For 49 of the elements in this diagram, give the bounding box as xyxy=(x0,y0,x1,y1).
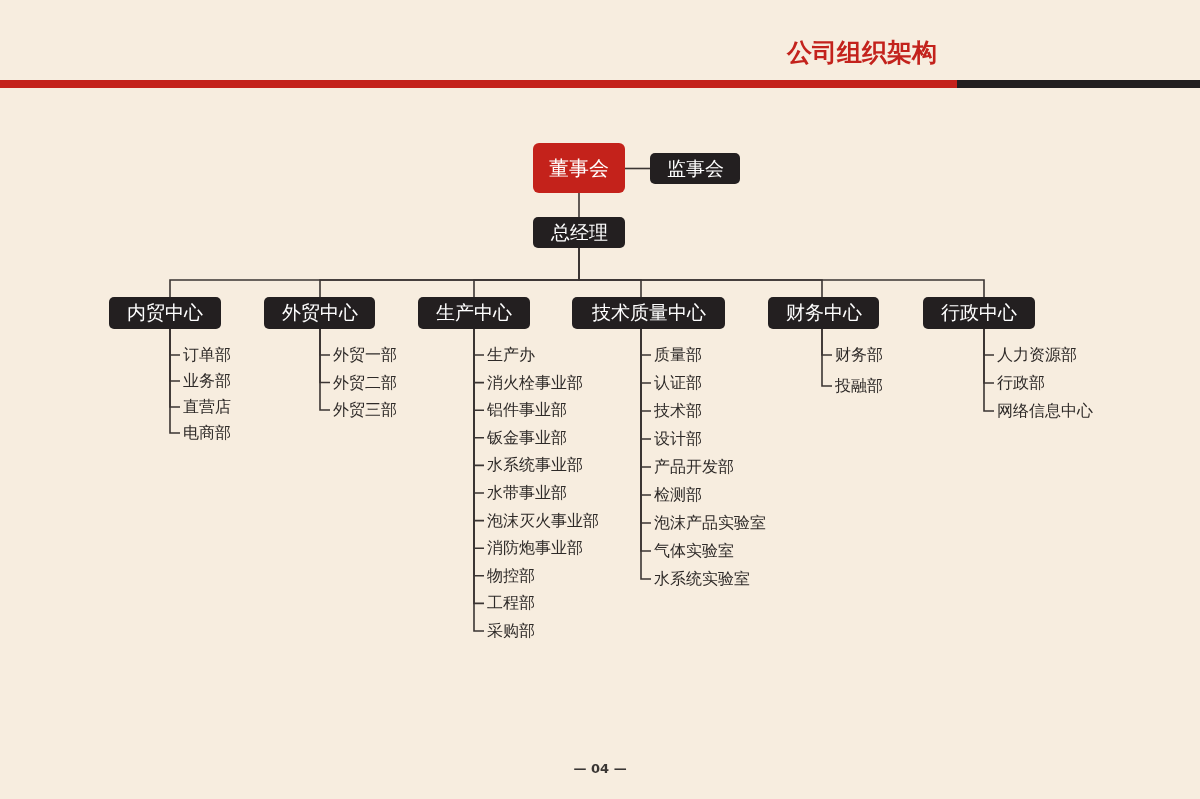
department-label: 气体实验室 xyxy=(654,540,734,562)
department-label: 财务部 xyxy=(835,344,883,366)
department-label: 外贸二部 xyxy=(333,371,397,394)
department-label: 检测部 xyxy=(654,484,702,506)
department-label: 外贸一部 xyxy=(333,344,397,366)
department-label: 工程部 xyxy=(487,592,535,615)
org-box: 总经理 xyxy=(533,217,625,248)
department-label: 铝件事业部 xyxy=(487,399,567,422)
department-label: 投融部 xyxy=(835,375,883,397)
org-box: 行政中心 xyxy=(923,297,1035,329)
connector-line xyxy=(821,328,833,387)
department-label: 网络信息中心 xyxy=(997,400,1093,422)
department-label: 采购部 xyxy=(487,620,535,642)
board-box: 董事会 xyxy=(533,143,625,193)
department-label: 物控部 xyxy=(487,564,535,587)
department-label: 质量部 xyxy=(654,344,702,366)
department-label: 消火栓事业部 xyxy=(487,371,583,394)
org-box: 外贸中心 xyxy=(264,297,375,329)
connector-line xyxy=(983,328,995,412)
org-box: 财务中心 xyxy=(768,297,879,329)
department-label: 电商部 xyxy=(183,422,231,444)
department-label: 产品开发部 xyxy=(654,456,734,478)
department-label: 业务部 xyxy=(183,370,231,392)
department-label: 人力资源部 xyxy=(997,344,1077,366)
department-label: 消防炮事业部 xyxy=(487,537,583,560)
department-label: 行政部 xyxy=(997,372,1045,394)
department-label: 认证部 xyxy=(654,372,702,394)
page-number: — 04 — xyxy=(573,760,627,778)
department-label: 设计部 xyxy=(654,428,702,450)
connector-line xyxy=(169,328,181,434)
department-label: 水系统事业部 xyxy=(487,454,583,477)
connector-line xyxy=(578,192,580,218)
org-box: 生产中心 xyxy=(418,297,530,329)
department-label: 水带事业部 xyxy=(487,482,567,504)
department-label: 水系统实验室 xyxy=(654,568,750,590)
department-label: 生产办 xyxy=(487,344,535,366)
department-label: 泡沫灭火事业部 xyxy=(487,509,599,532)
department-label: 直营店 xyxy=(183,396,231,418)
department-label: 外贸三部 xyxy=(333,399,397,421)
connector-line xyxy=(319,328,331,411)
org-box: 技术质量中心 xyxy=(572,297,725,329)
department-label: 技术部 xyxy=(654,400,702,422)
connector-line xyxy=(624,167,651,170)
department-label: 泡沫产品实验室 xyxy=(654,512,766,534)
org-box: 内贸中心 xyxy=(109,297,221,329)
page-title: 公司组织架构 xyxy=(787,37,937,69)
department-label: 钣金事业部 xyxy=(487,426,567,449)
department-label: 订单部 xyxy=(183,344,231,366)
org-box: 监事会 xyxy=(650,153,740,184)
